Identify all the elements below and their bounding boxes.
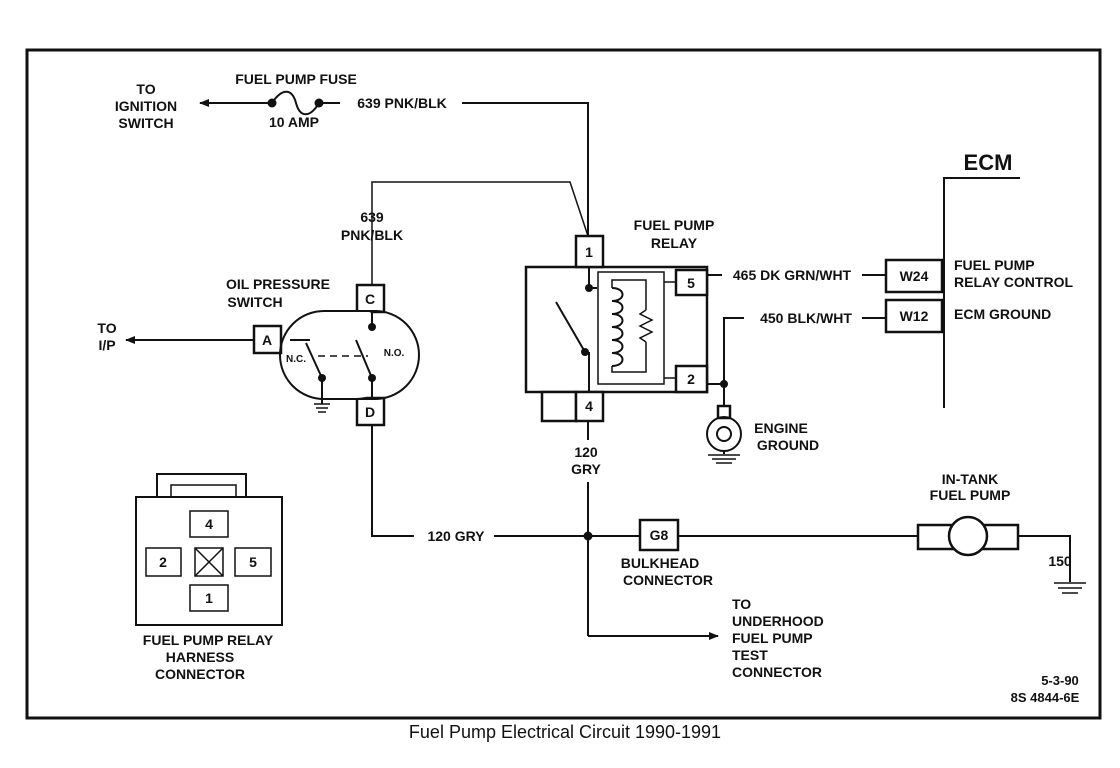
relay-pin-4: 4 <box>585 398 593 414</box>
diagram-caption: Fuel Pump Electrical Circuit 1990-1991 <box>409 722 721 742</box>
ecm-control-label-2: RELAY CONTROL <box>954 274 1073 290</box>
fuse-rating: 10 AMP <box>269 114 319 130</box>
harness-pin-2: 2 <box>159 554 167 570</box>
oil-switch-name-1: OIL PRESSURE <box>226 276 330 292</box>
oil-pressure-switch <box>252 283 420 427</box>
underhood-label-3: FUEL PUMP <box>732 630 813 646</box>
fuse-symbol <box>271 90 320 116</box>
oil-switch-name-2: SWITCH <box>227 294 282 310</box>
oil-switch-no: N.O. <box>384 348 405 359</box>
relay-name-2: RELAY <box>651 235 698 251</box>
bulkhead-pin: G8 <box>650 527 669 543</box>
oil-wire-label-1: 639 <box>360 209 384 225</box>
gry-wire-label: 120 GRY <box>427 528 485 544</box>
revision-code: 8S 4844-6E <box>1011 690 1080 705</box>
diagram-frame <box>25 48 1102 720</box>
to-ip-label-1: TO <box>97 320 116 336</box>
wire-450 <box>707 317 744 385</box>
ignition-feed <box>199 90 589 236</box>
ecm-pin-w24: W24 <box>900 268 929 284</box>
engine-ground-label-2: GROUND <box>757 437 819 453</box>
harness-pin-5: 5 <box>249 554 257 570</box>
oil-switch-feed-wire <box>371 181 589 284</box>
wire-465-label: 465 DK GRN/WHT <box>733 267 852 283</box>
oil-switch-pin-d: D <box>365 404 375 420</box>
ignition-label-3: SWITCH <box>118 115 173 131</box>
gry-wire-from-switch <box>371 425 414 537</box>
oil-wire-label-2: PNK/BLK <box>341 227 403 243</box>
relay-pin-1: 1 <box>585 244 593 260</box>
fuse-wire-label: 639 PNK/BLK <box>357 95 446 111</box>
harness-pin-4: 4 <box>205 516 213 532</box>
relay-harness-connector <box>135 473 283 626</box>
oil-switch-pin-a: A <box>262 332 272 348</box>
pump-ground-label: 150 <box>1048 553 1072 569</box>
wire-450-label: 450 BLK/WHT <box>760 310 852 326</box>
relay-pin-2: 2 <box>687 371 695 387</box>
pump-label-1: IN-TANK <box>942 471 999 487</box>
pump-label-2: FUEL PUMP <box>930 487 1011 503</box>
underhood-label-2: UNDERHOOD <box>732 613 824 629</box>
fuel-pump-relay <box>524 234 709 423</box>
underhood-label-5: CONNECTOR <box>732 664 822 680</box>
in-tank-fuel-pump <box>916 515 1086 594</box>
engine-ground-label-1: ENGINE <box>754 420 808 436</box>
ecm-ground-label: ECM GROUND <box>954 306 1051 322</box>
bulkhead-label-2: CONNECTOR <box>623 572 713 588</box>
ecm-block <box>884 177 1020 408</box>
relay-out-label-1: 120 <box>574 444 598 460</box>
underhood-label-1: TO <box>732 596 751 612</box>
relay-name-1: FUEL PUMP <box>634 217 715 233</box>
engine-ground <box>706 384 742 464</box>
to-ip-label-2: I/P <box>98 337 115 353</box>
relay-pin-5: 5 <box>687 275 695 291</box>
ignition-label-2: IGNITION <box>115 98 177 114</box>
harness-label-1: FUEL PUMP RELAY <box>143 632 274 648</box>
ignition-label-1: TO <box>136 81 155 97</box>
ecm-title: ECM <box>964 150 1013 175</box>
ecm-pin-w12: W12 <box>900 308 929 324</box>
revision-date: 5-3-90 <box>1041 673 1079 688</box>
ecm-control-label-1: FUEL PUMP <box>954 257 1035 273</box>
harness-label-2: HARNESS <box>166 649 234 665</box>
oil-switch-pin-c: C <box>365 291 375 307</box>
relay-out-label-2: GRY <box>571 461 601 477</box>
harness-pin-1: 1 <box>205 590 213 606</box>
bulkhead-label-1: BULKHEAD <box>621 555 700 571</box>
fuse-name: FUEL PUMP FUSE <box>235 71 357 87</box>
oil-switch-nc: N.C. <box>286 354 306 365</box>
relay-coil <box>611 287 624 367</box>
harness-label-3: CONNECTOR <box>155 666 245 682</box>
underhood-label-4: TEST <box>732 647 768 663</box>
